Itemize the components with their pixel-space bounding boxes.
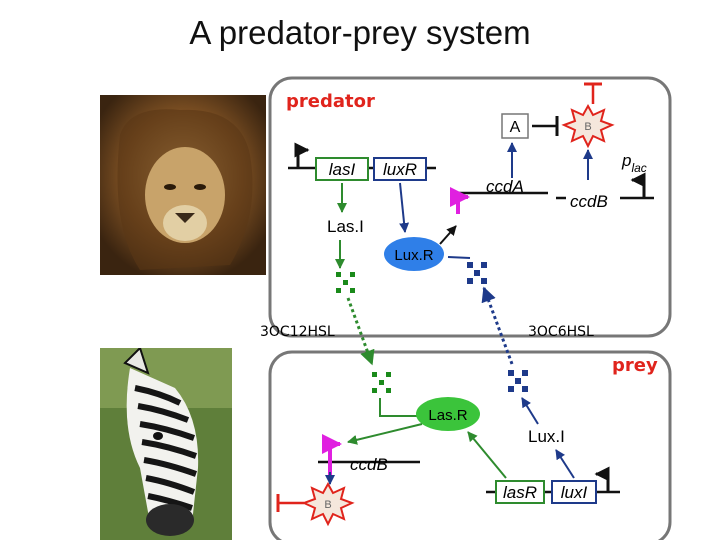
protein-LuxI: Lux.I [528, 427, 565, 446]
toxin-B-star [561, 103, 615, 149]
gene-ccdA: ccdA [486, 177, 524, 196]
slide-title: A predator-prey system [189, 14, 531, 51]
gene-ccdB: ccdB [570, 192, 608, 211]
zebra-photo [100, 348, 232, 540]
gene-luxI-box [551, 480, 597, 504]
gene-lasI: lasI [329, 160, 356, 179]
promoter-plac-label: plac [621, 151, 647, 175]
promoter-lasI [294, 142, 310, 168]
protein-LuxR: Lux.R [394, 247, 433, 264]
arrow-lasR-to-LasR [467, 431, 507, 479]
signal-3OC12HSL-dots-prey [372, 372, 391, 393]
prey-protein-B: B [324, 499, 331, 511]
prey-cell [268, 350, 672, 540]
protein-A: A [510, 119, 521, 136]
predator-cell [268, 76, 672, 338]
protein-LasI: Las.I [327, 217, 364, 236]
signal-3OC12HSL-dots-predator [336, 272, 355, 293]
LasR-oval [416, 397, 480, 431]
protein-B: B [584, 121, 591, 133]
predator-label: predator [286, 91, 375, 112]
protein-A-box [501, 113, 529, 139]
prey-toxin-B-star [301, 481, 355, 527]
promoter-lasR-luxI [594, 466, 610, 492]
gene-lasR: lasR [503, 483, 537, 502]
gene-luxR-box [373, 157, 427, 181]
gene-prey-ccdB: ccdB [350, 455, 388, 474]
arrow-LasR-to-promoter [347, 423, 423, 445]
lion-photo [100, 95, 266, 275]
signal-3OC6HSL-label: 3OC6HSL [528, 324, 594, 340]
protein-LasR: Las.R [428, 407, 467, 424]
prey-label: prey [612, 355, 658, 376]
promoter-prey-ccdB [322, 434, 342, 478]
gene-ccdB-box [566, 189, 620, 211]
gene-luxR: luxR [383, 160, 417, 179]
promoter-ccdA [450, 187, 470, 214]
arrow-LuxR-to-promoter [439, 225, 457, 245]
arrow-luxR-to-protein [399, 182, 410, 233]
LuxR-oval [384, 237, 444, 271]
arrow-luxI-to-LuxI [555, 449, 575, 479]
link-3OC12HSL-LasR [379, 398, 420, 417]
diffusion-3OC12HSL [346, 297, 375, 366]
signal-3OC12HSL-label: 3OC12HSL [260, 324, 335, 340]
gene-lasI-box [315, 157, 369, 181]
signal-3OC6HSL-dots-predator [467, 262, 487, 284]
promoter-plac [630, 172, 646, 198]
arrow-3OC6HSL-to-LuxR [447, 256, 471, 259]
gene-lasR-box [495, 480, 545, 504]
signal-3OC6HSL-dots-prey [508, 370, 528, 392]
arrow-LuxI-to-3OC6HSL [521, 397, 539, 425]
gene-luxI: luxI [561, 483, 588, 502]
diffusion-3OC6HSL [481, 286, 514, 365]
